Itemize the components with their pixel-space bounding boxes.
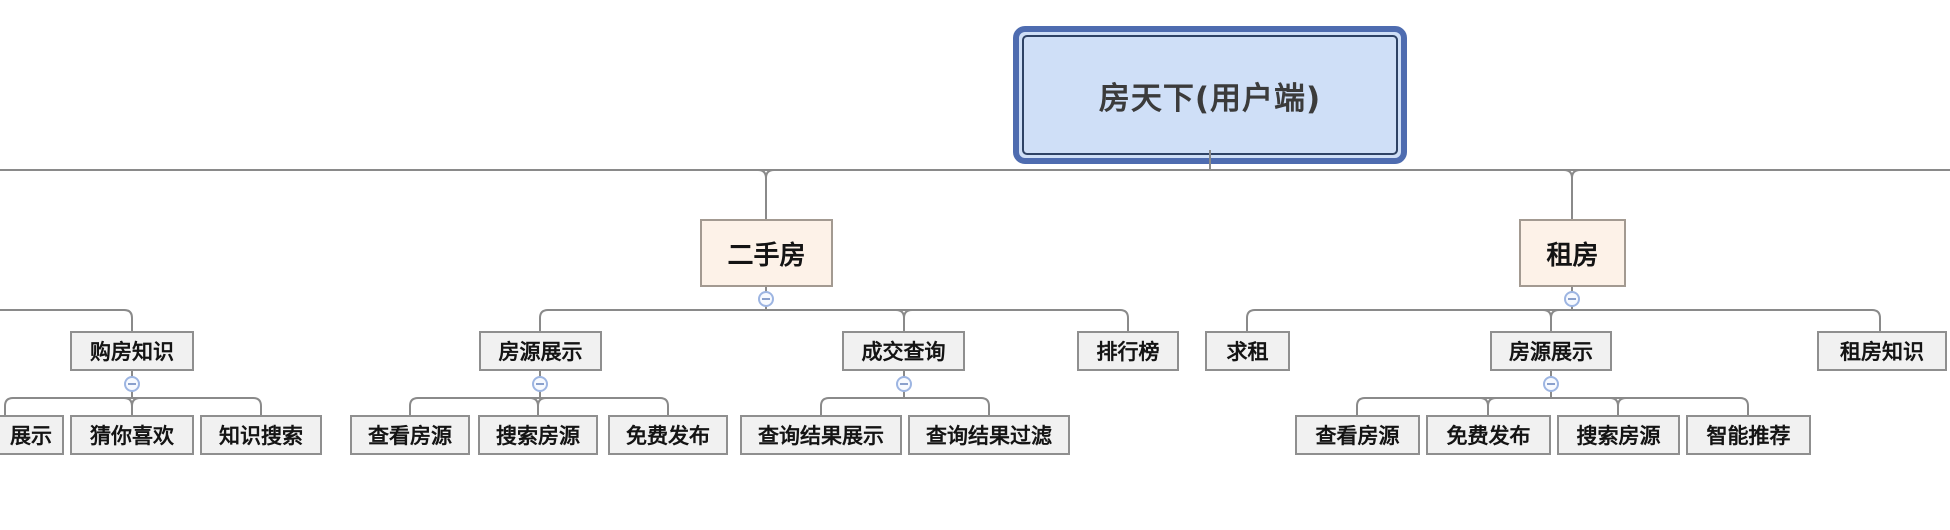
root-node-inner: 房天下(用户端) xyxy=(1022,35,1398,155)
node-chaxun-jieguo-zhanshi[interactable]: 查询结果展示 xyxy=(740,415,902,455)
node-chengjiao-chaxun[interactable]: 成交查询 xyxy=(842,331,965,371)
root-node[interactable]: 房天下(用户端) xyxy=(1013,26,1407,164)
node-zhanshi-clipped[interactable]: 展示 xyxy=(0,415,64,455)
node-label: 免费发布 xyxy=(1446,424,1531,448)
node-label: 二手房 xyxy=(727,240,806,271)
node-label: 房源展示 xyxy=(498,340,583,364)
node-label: 排行榜 xyxy=(1096,340,1160,364)
collapse-minus-icon[interactable] xyxy=(1543,376,1559,392)
node-fangyuan-zhanshi-rent[interactable]: 房源展示 xyxy=(1490,331,1612,371)
collapse-minus-icon[interactable] xyxy=(1564,291,1580,307)
node-label: 展示 xyxy=(10,424,52,448)
node-qiuzu[interactable]: 求租 xyxy=(1205,331,1290,371)
node-chakan-fangyuan-rent[interactable]: 查看房源 xyxy=(1295,415,1420,455)
node-label: 免费发布 xyxy=(626,424,710,448)
node-label: 求租 xyxy=(1226,340,1269,364)
node-chaxun-jieguo-guolv[interactable]: 查询结果过滤 xyxy=(908,415,1070,455)
node-zufang-zhishi[interactable]: 租房知识 xyxy=(1817,331,1947,371)
node-zufang[interactable]: 租房 xyxy=(1519,219,1626,287)
root-label: 房天下(用户端) xyxy=(1098,80,1322,117)
node-ershoufang[interactable]: 二手房 xyxy=(700,219,833,287)
node-label: 租房 xyxy=(1546,240,1599,271)
node-label: 房源展示 xyxy=(1509,340,1593,364)
node-label: 搜索房源 xyxy=(496,424,580,448)
collapse-minus-icon[interactable] xyxy=(124,376,140,392)
node-label: 猜你喜欢 xyxy=(90,424,174,448)
node-zhishi-sousuo[interactable]: 知识搜索 xyxy=(200,415,322,455)
node-label: 查询结果过滤 xyxy=(926,424,1052,448)
node-label: 知识搜索 xyxy=(219,424,303,448)
node-fangyuan-zhanshi-sale[interactable]: 房源展示 xyxy=(479,331,602,371)
node-label: 成交查询 xyxy=(861,340,946,364)
node-mianfei-fabu-sale[interactable]: 免费发布 xyxy=(608,415,728,455)
node-label: 查询结果展示 xyxy=(758,424,884,448)
node-zhineng-tuijian[interactable]: 智能推荐 xyxy=(1686,415,1811,455)
node-cainixihuan[interactable]: 猜你喜欢 xyxy=(70,415,194,455)
collapse-minus-icon[interactable] xyxy=(758,291,774,307)
node-sousuo-fangyuan-sale[interactable]: 搜索房源 xyxy=(478,415,598,455)
node-paihangbang[interactable]: 排行榜 xyxy=(1077,331,1179,371)
node-label: 查看房源 xyxy=(1315,424,1400,448)
node-chakan-fangyuan-sale[interactable]: 查看房源 xyxy=(350,415,470,455)
collapse-minus-icon[interactable] xyxy=(532,376,548,392)
node-mianfei-fabu-rent[interactable]: 免费发布 xyxy=(1426,415,1551,455)
node-label: 购房知识 xyxy=(90,340,174,364)
node-label: 搜索房源 xyxy=(1576,424,1661,448)
node-label: 智能推荐 xyxy=(1706,424,1791,448)
node-sousuo-fangyuan-rent[interactable]: 搜索房源 xyxy=(1557,415,1680,455)
collapse-minus-icon[interactable] xyxy=(896,376,912,392)
node-goufang-zhishi[interactable]: 购房知识 xyxy=(70,331,194,371)
node-label: 租房知识 xyxy=(1840,340,1924,364)
node-label: 查看房源 xyxy=(368,424,452,448)
